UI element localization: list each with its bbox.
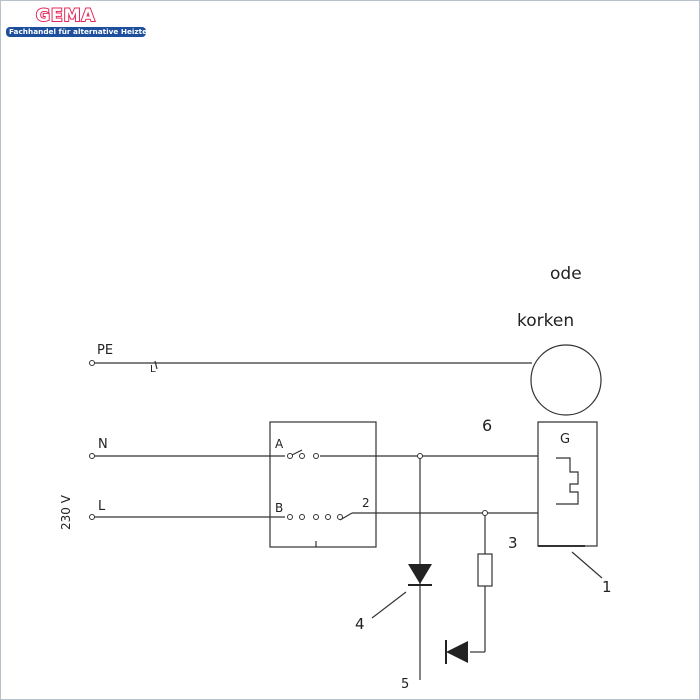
switch-a-contact-1 xyxy=(287,453,293,459)
gema-logo: GEMA Fachhandel für alternative Heiztech… xyxy=(6,6,169,37)
leader-4 xyxy=(371,591,407,619)
label-contact-2: 2 xyxy=(362,496,370,510)
switch-a-contact-2 xyxy=(299,453,305,459)
label-4: 4 xyxy=(355,615,365,633)
label-1: 1 xyxy=(602,578,612,596)
switch-b-contact-3 xyxy=(313,514,319,520)
label-voltage: 230 V xyxy=(59,494,73,530)
label-6: 6 xyxy=(482,416,492,435)
switch-b-contact-4 xyxy=(325,514,331,520)
resistor xyxy=(477,553,493,587)
switch-b-contact-5 xyxy=(337,514,343,520)
diode-symbol xyxy=(408,564,432,584)
leader-1 xyxy=(571,551,603,579)
label-g: G xyxy=(560,432,570,447)
label-contact-b: B xyxy=(275,501,283,515)
label-5: 5 xyxy=(401,677,409,692)
g-box xyxy=(537,421,598,547)
logo-wordmark: GEMA xyxy=(35,6,96,26)
l-junction xyxy=(482,510,488,516)
switch-a-contact-3 xyxy=(313,453,319,459)
label-3: 3 xyxy=(508,534,518,552)
logo-tagline: Fachhandel für alternative Heiztechnik xyxy=(6,27,169,37)
n-junction xyxy=(417,453,423,459)
led-symbol xyxy=(446,641,468,663)
switch-box xyxy=(269,421,377,548)
switch-b-contact-2 xyxy=(299,514,305,520)
n-terminal xyxy=(89,453,95,459)
label-n: N xyxy=(98,437,108,452)
annotation-second: korken xyxy=(517,311,574,331)
label-pe-mark: L xyxy=(150,364,156,375)
label-l: L xyxy=(98,499,106,514)
label-pe: PE xyxy=(97,343,113,358)
annotation-top: ode xyxy=(550,264,582,284)
electrode-circle xyxy=(530,344,602,416)
pe-terminal xyxy=(89,360,95,366)
g-electrode-shape xyxy=(556,457,579,505)
switch-b-contact-1 xyxy=(287,514,293,520)
l-terminal xyxy=(89,514,95,520)
label-contact-a: A xyxy=(275,437,284,451)
pe-mark xyxy=(154,360,158,370)
